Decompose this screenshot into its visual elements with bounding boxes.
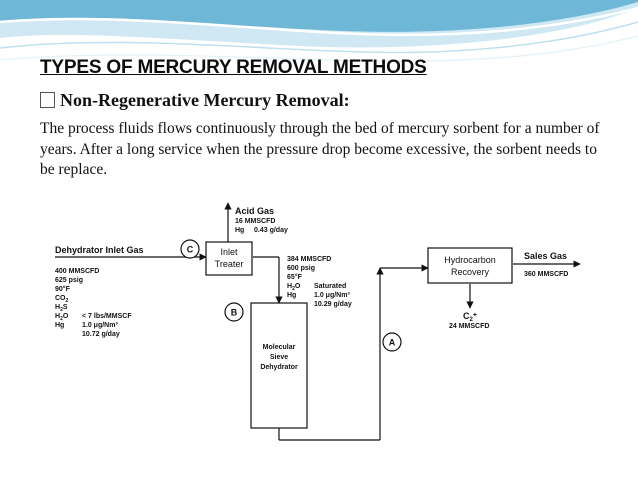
- acid-gas-hg-value: 0.43 g/day: [254, 227, 288, 234]
- marker-b-circle: [224, 302, 244, 322]
- body-paragraph: The process fluids flows continuously th…: [40, 120, 600, 178]
- inlet-treater-label-2: Treater: [215, 259, 244, 269]
- inlet-hg-value: 1.0 μg/Nm³: [82, 322, 118, 329]
- treated-h2o-value: Saturated: [314, 283, 346, 290]
- subheading-text: Non-Regenerative Mercury Removal:: [60, 90, 350, 110]
- inlet-pressure: 625 psig: [55, 277, 83, 284]
- acid-gas-flow: 16 MMSCFD: [235, 218, 275, 225]
- dehydrator-label-1: Molecular: [263, 344, 296, 351]
- marker-b-label: B: [231, 308, 238, 318]
- treated-pressure: 600 psig: [287, 265, 315, 272]
- inlet-h2o-value: < 7 lbs/MMSCF: [82, 313, 132, 320]
- inlet-component-h2o: H2O: [55, 313, 69, 322]
- bullet-box-icon: [40, 92, 55, 108]
- molecular-sieve-dehydrator-box: [250, 302, 308, 429]
- treated-hg-label: Hg: [287, 292, 296, 299]
- inlet-temp: 90°F: [55, 285, 71, 293]
- sales-gas-title: Sales Gas: [524, 251, 567, 261]
- subheading: Non-Regenerative Mercury Removal:: [40, 90, 350, 111]
- inlet-gas-title: Dehydrator Inlet Gas: [55, 245, 144, 255]
- inlet-component-co2: CO2: [55, 295, 69, 304]
- hc-recovery-label-1: Hydrocarbon: [444, 255, 496, 265]
- inlet-flow: 400 MMSCFD: [55, 268, 99, 275]
- dehydrator-label-3: Dehydrator: [260, 364, 298, 371]
- inlet-component-hg: Hg: [55, 322, 64, 329]
- acid-gas-hg-label: Hg: [235, 227, 244, 234]
- inlet-component-h2s: H2S: [55, 304, 68, 313]
- dehydrator-label-2: Sieve: [270, 354, 288, 361]
- treated-hg-daily: 10.29 g/day: [314, 301, 352, 308]
- treated-flow: 384 MMSCFD: [287, 256, 331, 263]
- marker-a-circle: [382, 332, 402, 352]
- marker-a-label: A: [389, 338, 396, 348]
- c2plus-label: C2+: [463, 311, 477, 323]
- inlet-treater-box: [205, 241, 253, 276]
- slide-title: TYPES OF MERCURY REMOVAL METHODS: [40, 57, 427, 78]
- inlet-treater-label-1: Inlet: [220, 247, 238, 257]
- marker-c-label: C: [187, 245, 194, 255]
- treated-hg-value: 1.0 μg/Nm³: [314, 292, 350, 299]
- header-swoosh-decoration: [0, 0, 638, 62]
- treated-temp: 65°F: [287, 273, 303, 281]
- hydrocarbon-recovery-box: [427, 247, 513, 284]
- acid-gas-title: Acid Gas: [235, 206, 274, 216]
- sales-gas-flow: 360 MMSCFD: [524, 271, 568, 278]
- treated-h2o-label: H2O: [287, 283, 301, 292]
- inlet-hg-daily: 10.72 g/day: [82, 331, 120, 338]
- process-flow-diagram: Inlet Treater Molecular Sieve Dehydrator…: [55, 202, 581, 441]
- marker-c-circle: [180, 239, 200, 259]
- hc-recovery-label-2: Recovery: [451, 267, 490, 277]
- c2plus-flow: 24 MMSCFD: [449, 323, 489, 330]
